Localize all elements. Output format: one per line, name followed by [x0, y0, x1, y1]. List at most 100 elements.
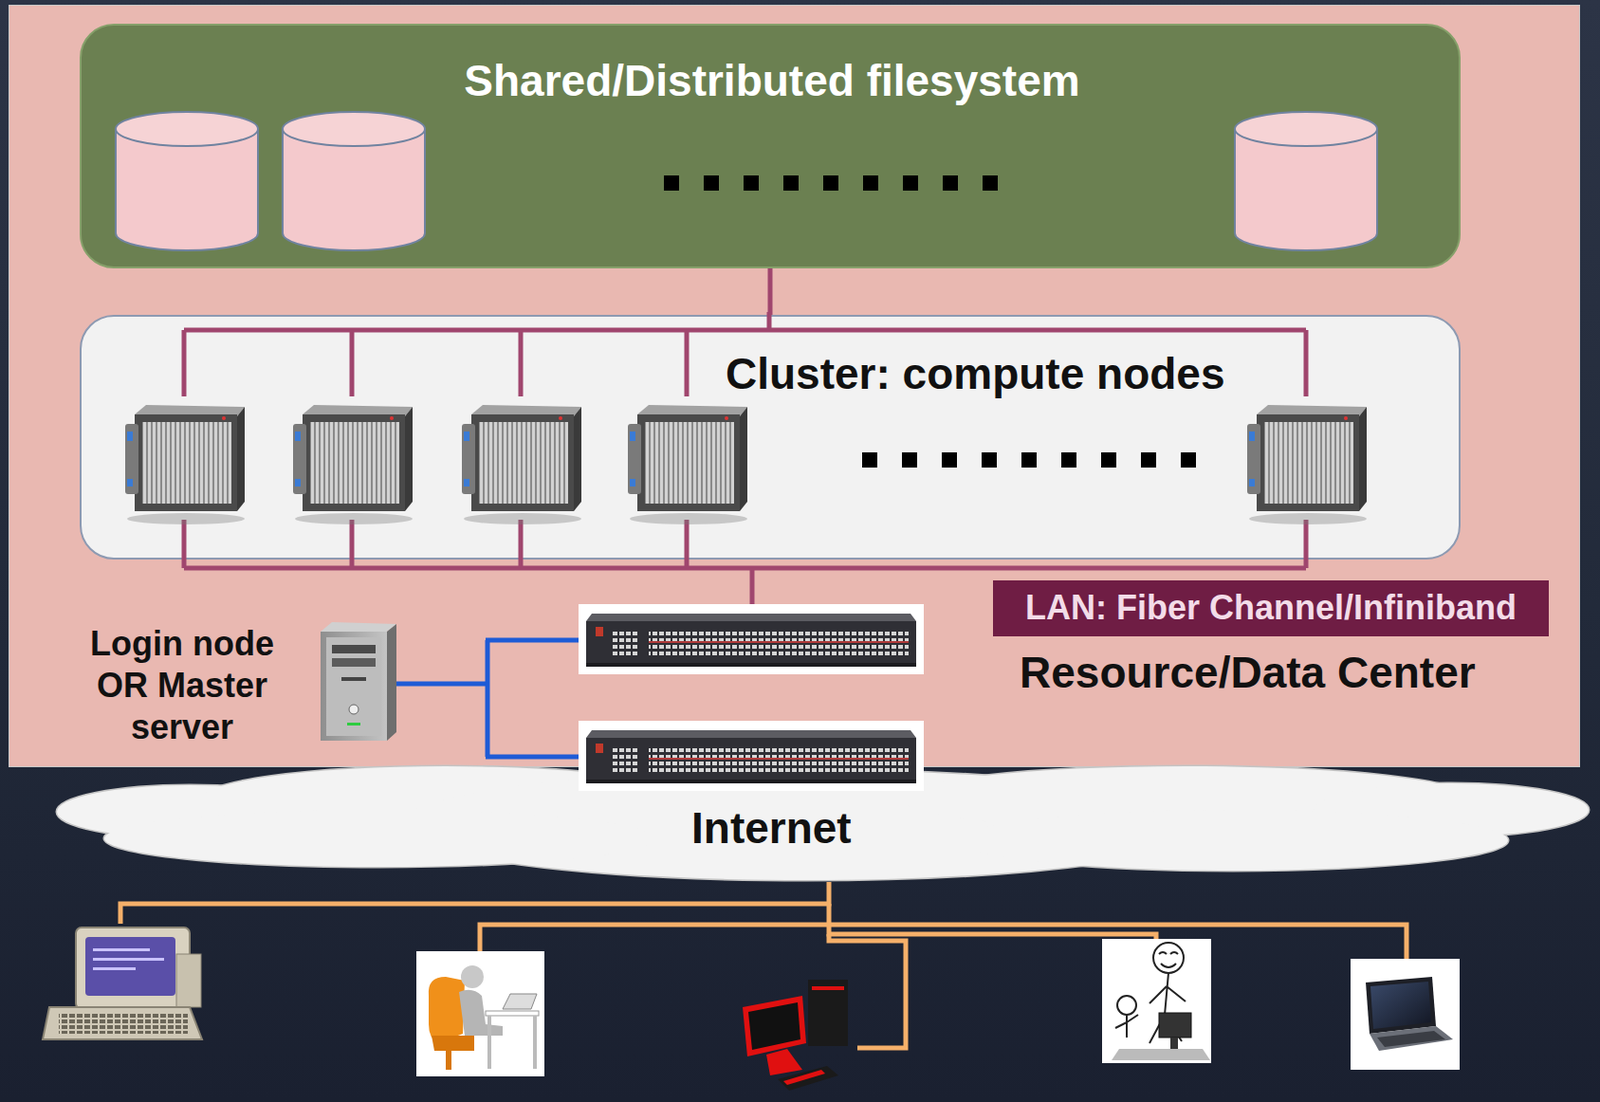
client-wire	[828, 903, 1157, 939]
network-switch	[578, 720, 924, 791]
stick-figures	[1111, 1048, 1211, 1061]
person-at-desk	[416, 951, 545, 1077]
person-at-desk	[502, 993, 537, 1010]
stick-figures	[1158, 1012, 1192, 1038]
stick-figures	[1117, 995, 1137, 1015]
filesystem-title: Shared/Distributed filesystem	[463, 55, 1080, 107]
laptop	[1377, 1030, 1446, 1048]
person-at-desk	[533, 1015, 537, 1069]
person-at-desk	[459, 990, 503, 1036]
stick-figures	[1158, 952, 1178, 968]
compute-server	[461, 404, 582, 525]
red-desktop	[766, 1048, 803, 1076]
retro-computer	[42, 927, 203, 1040]
retro-computer	[58, 1012, 188, 1034]
red-desktop	[783, 1069, 826, 1086]
login-wire	[485, 640, 491, 757]
ellipsis-dots	[862, 452, 1196, 468]
ellipsis-dots	[663, 175, 998, 191]
retro-computer	[92, 967, 136, 971]
compute-server	[293, 404, 413, 525]
cluster-bus	[349, 330, 355, 397]
person-at-desk	[428, 976, 465, 1044]
client-wire	[120, 882, 829, 924]
cloud-label: Internet	[691, 803, 852, 854]
pc-tower	[320, 622, 397, 632]
cloud-shape	[957, 809, 1509, 871]
compute-server	[1247, 404, 1367, 525]
stick-figures	[1102, 938, 1212, 1064]
pc-tower	[331, 644, 376, 654]
cluster-bus	[1304, 330, 1309, 397]
cluster-bus	[684, 330, 690, 397]
cloud-shape	[957, 809, 1509, 871]
cluster-bus	[750, 568, 755, 605]
retro-computer	[92, 957, 165, 961]
cluster-bus	[767, 312, 773, 331]
cloud-shape	[104, 809, 655, 867]
disk-cylinder	[282, 111, 425, 251]
red-desktop	[777, 1066, 839, 1091]
login-wire	[396, 681, 488, 687]
laptop	[1370, 981, 1432, 1030]
client-wire	[828, 934, 906, 1049]
disk-cylinder	[1234, 111, 1378, 251]
cluster-bus	[183, 328, 1306, 333]
pc-tower	[347, 722, 361, 726]
lan-label: LAN: Fiber Channel/Infiniband	[1025, 588, 1517, 627]
login-wire	[485, 638, 581, 644]
login-node-label: Login node OR Master server	[65, 623, 299, 749]
laptop	[1365, 976, 1436, 1034]
pc-tower	[386, 624, 397, 741]
red-desktop	[808, 979, 848, 1047]
person-at-desk	[487, 1015, 492, 1069]
cluster-bus	[182, 330, 187, 397]
person-at-desk	[416, 951, 545, 1077]
red-desktop	[748, 1002, 801, 1050]
pc-tower	[326, 637, 382, 736]
pc-tower	[341, 677, 367, 681]
retro-computer	[85, 937, 176, 996]
retro-computer	[42, 1007, 203, 1040]
stick-figures	[1115, 1014, 1139, 1038]
retro-computer	[176, 954, 202, 1008]
cluster-bus	[518, 519, 524, 569]
laptop	[1350, 958, 1460, 1070]
cluster-bus	[684, 519, 690, 569]
laptop	[1369, 1026, 1453, 1051]
person-at-desk	[460, 965, 484, 989]
lan-label-box: LAN: Fiber Channel/Infiniband	[993, 580, 1549, 637]
red-desktop	[811, 986, 845, 991]
compute-server	[125, 404, 245, 525]
cluster-title: Cluster: compute nodes	[725, 349, 1226, 400]
region-title: Resource/Data Center	[1019, 647, 1476, 699]
cloud-shape	[104, 809, 655, 867]
cluster-bus	[182, 519, 187, 569]
cluster-bus	[518, 330, 524, 397]
stick-figures	[1170, 1037, 1178, 1049]
cluster-box: Cluster: compute nodes	[79, 314, 1461, 560]
stick-figures	[1149, 973, 1186, 1044]
cluster-bus	[349, 519, 355, 569]
pc-tower	[320, 631, 387, 741]
disk-cylinder	[115, 111, 258, 251]
login-wire	[485, 754, 581, 760]
filesystem-box: Shared/Distributed filesystem	[79, 23, 1461, 269]
connector-line	[768, 268, 773, 315]
client-wire	[479, 924, 1407, 959]
login-wire	[396, 640, 581, 757]
client-wire	[120, 882, 1407, 1049]
stick-figures	[1102, 938, 1212, 1064]
retro-computer	[75, 927, 190, 1010]
internet-cloud: Internet	[47, 756, 1598, 895]
person-at-desk	[445, 1050, 452, 1070]
laptop	[1350, 958, 1460, 1070]
stick-figures	[1153, 942, 1184, 974]
pc-tower	[349, 704, 359, 715]
label-holder: Login node OR Master server	[65, 623, 299, 749]
compute-server	[627, 404, 748, 525]
retro-computer	[92, 948, 150, 952]
cluster-bus	[1304, 519, 1309, 569]
